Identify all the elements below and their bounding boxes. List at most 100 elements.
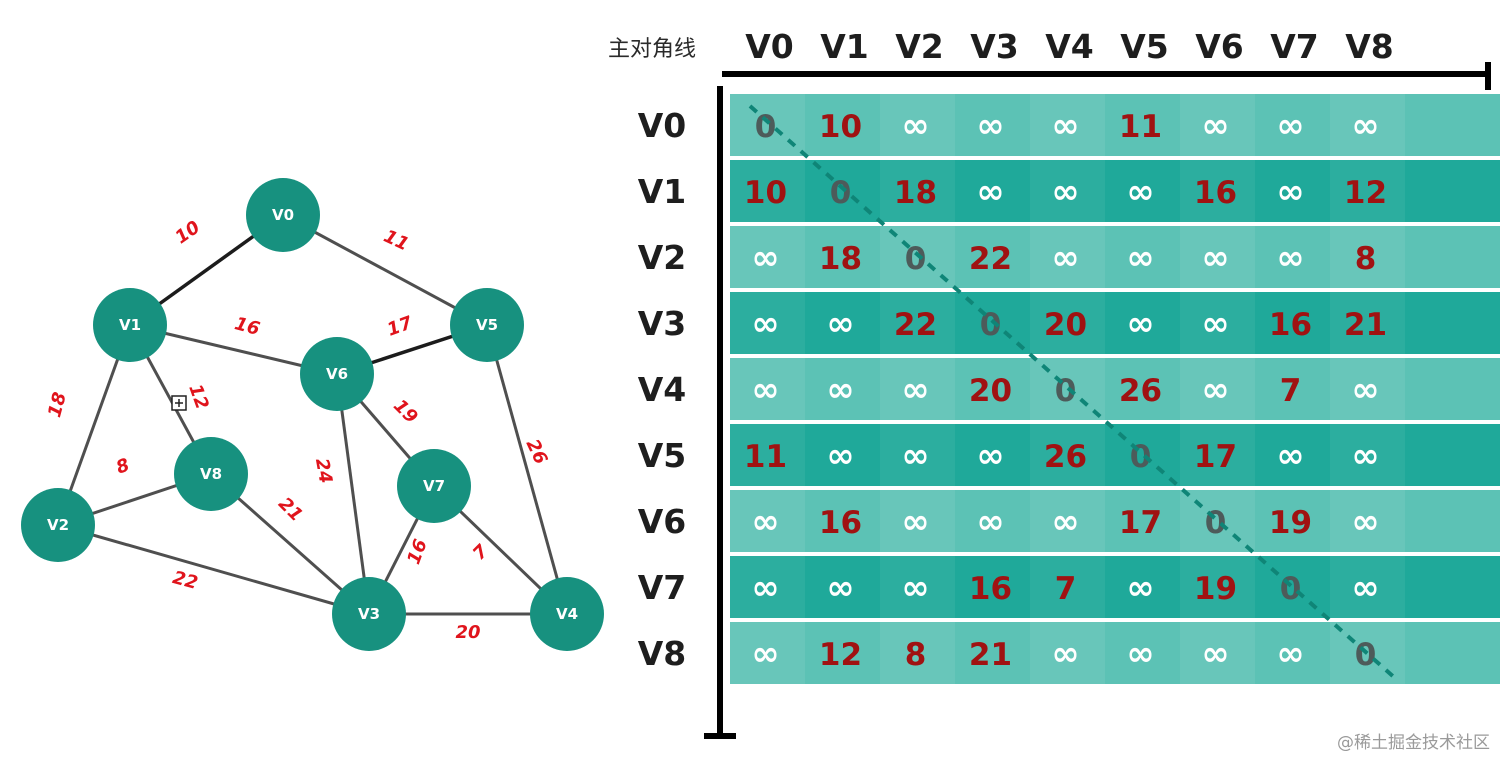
edge-weight-label: 12 <box>184 381 212 412</box>
matrix-cell-bg <box>1180 556 1255 618</box>
matrix-cell-bg <box>1330 226 1405 288</box>
matrix-cell: 17 <box>1119 505 1162 541</box>
matrix-cell-bg <box>1330 490 1405 552</box>
matrix-cell: ∞ <box>1351 436 1379 476</box>
matrix-cell: 21 <box>969 637 1012 673</box>
matrix-cell: ∞ <box>1051 238 1079 278</box>
matrix-cell: 16 <box>969 571 1012 607</box>
row-header: V0 <box>638 106 687 145</box>
edge-weight-label: 24 <box>311 457 336 485</box>
matrix-cell: 21 <box>1344 307 1387 343</box>
edge-v6-v3 <box>335 373 371 615</box>
matrix-cell: 20 <box>1044 307 1087 343</box>
matrix-cell: ∞ <box>1201 370 1229 410</box>
matrix-cell-bg <box>730 424 805 486</box>
matrix-cell-bg <box>1030 490 1105 552</box>
matrix-cell: ∞ <box>1126 172 1154 212</box>
matrix-cell: 10 <box>819 109 862 145</box>
matrix-cell: ∞ <box>1276 106 1304 146</box>
matrix-cell: ∞ <box>1276 436 1304 476</box>
matrix-cell: ∞ <box>1126 238 1154 278</box>
matrix-row-band <box>730 358 1500 420</box>
matrix-cell: 0 <box>1280 571 1302 607</box>
row-header: V3 <box>638 304 687 343</box>
matrix-cell-bg <box>1030 424 1105 486</box>
edge-handle-icon <box>171 395 187 411</box>
edge-weight-label: 18 <box>44 390 71 420</box>
matrix-cell-bg <box>730 622 805 684</box>
node-label: V2 <box>47 516 69 534</box>
matrix-cell-bg <box>730 160 805 222</box>
matrix-cell-bg <box>1030 94 1105 156</box>
edge-weight-label: 11 <box>380 226 412 256</box>
matrix-cell-bg <box>730 490 805 552</box>
main-diagonal-line <box>748 104 1397 680</box>
matrix-cell: ∞ <box>901 502 929 542</box>
matrix-cell: 10 <box>744 175 787 211</box>
matrix-cell-bg <box>1180 226 1255 288</box>
matrix-row-band <box>730 556 1500 618</box>
matrix-cell: 22 <box>894 307 937 343</box>
matrix-cell: 18 <box>819 241 862 277</box>
matrix-cell-bg <box>1330 94 1405 156</box>
matrix-cell: 7 <box>1280 373 1302 409</box>
matrix-cell: 16 <box>819 505 862 541</box>
matrix-cell-bg <box>1030 292 1105 354</box>
matrix-cell: ∞ <box>1351 106 1379 146</box>
graph-node-v4: V4 <box>530 577 604 651</box>
matrix-cell-bg <box>1180 490 1255 552</box>
col-header: V8 <box>1345 27 1394 66</box>
matrix-cell: ∞ <box>1126 634 1154 674</box>
col-header: V1 <box>820 27 869 66</box>
matrix-cell: ∞ <box>1201 238 1229 278</box>
matrix-cell-bg <box>880 160 955 222</box>
matrix-cell: 26 <box>1119 373 1162 409</box>
matrix-cell: 0 <box>830 175 852 211</box>
matrix-cell-bg <box>730 226 805 288</box>
row-header: V7 <box>638 568 687 607</box>
matrix-cell: 0 <box>1355 637 1377 673</box>
graph-node-v7: V7 <box>397 449 471 523</box>
node-label: V5 <box>476 316 498 334</box>
edge-weight-label: 21 <box>274 493 307 526</box>
matrix-cell: ∞ <box>1126 304 1154 344</box>
matrix-cell: 19 <box>1269 505 1312 541</box>
matrix-cell: ∞ <box>1276 172 1304 212</box>
matrix-row-band <box>730 160 1500 222</box>
matrix-cell: 19 <box>1194 571 1237 607</box>
matrix-cell-bg <box>880 424 955 486</box>
node-label: V7 <box>423 477 445 495</box>
edge-weight-label: 19 <box>389 395 422 428</box>
row-header: V5 <box>638 436 687 475</box>
matrix-row-band <box>730 94 1500 156</box>
matrix-cell-bg <box>1180 292 1255 354</box>
matrix-cell: ∞ <box>751 634 779 674</box>
matrix-cell: ∞ <box>1351 370 1379 410</box>
matrix-cell: ∞ <box>1276 634 1304 674</box>
matrix-cell: ∞ <box>1201 106 1229 146</box>
node-label: V0 <box>272 206 294 224</box>
matrix-cell-bg <box>1330 424 1405 486</box>
node-label: V4 <box>556 605 578 623</box>
matrix-cell: 12 <box>1344 175 1387 211</box>
matrix-cell: ∞ <box>1126 568 1154 608</box>
node-label: V8 <box>200 465 222 483</box>
matrix-cell: ∞ <box>1351 502 1379 542</box>
edge-weight-label: 10 <box>171 217 204 249</box>
matrix-cell: ∞ <box>1351 568 1379 608</box>
matrix-cell: ∞ <box>976 106 1004 146</box>
col-header: V2 <box>895 27 944 66</box>
matrix-cell: ∞ <box>1276 238 1304 278</box>
matrix-cell: ∞ <box>826 304 854 344</box>
matrix-cell-bg <box>730 292 805 354</box>
matrix-cell: 26 <box>1044 439 1087 475</box>
matrix-cell: ∞ <box>751 568 779 608</box>
matrix-cell: ∞ <box>1201 634 1229 674</box>
matrix-cell: ∞ <box>1201 304 1229 344</box>
watermark-text: @稀土掘金技术社区 <box>1337 733 1490 753</box>
matrix-cell: ∞ <box>751 304 779 344</box>
matrix-cell: ∞ <box>901 436 929 476</box>
matrix-row-band <box>730 424 1500 486</box>
matrix-cell: 22 <box>969 241 1012 277</box>
col-header: V5 <box>1120 27 1169 66</box>
